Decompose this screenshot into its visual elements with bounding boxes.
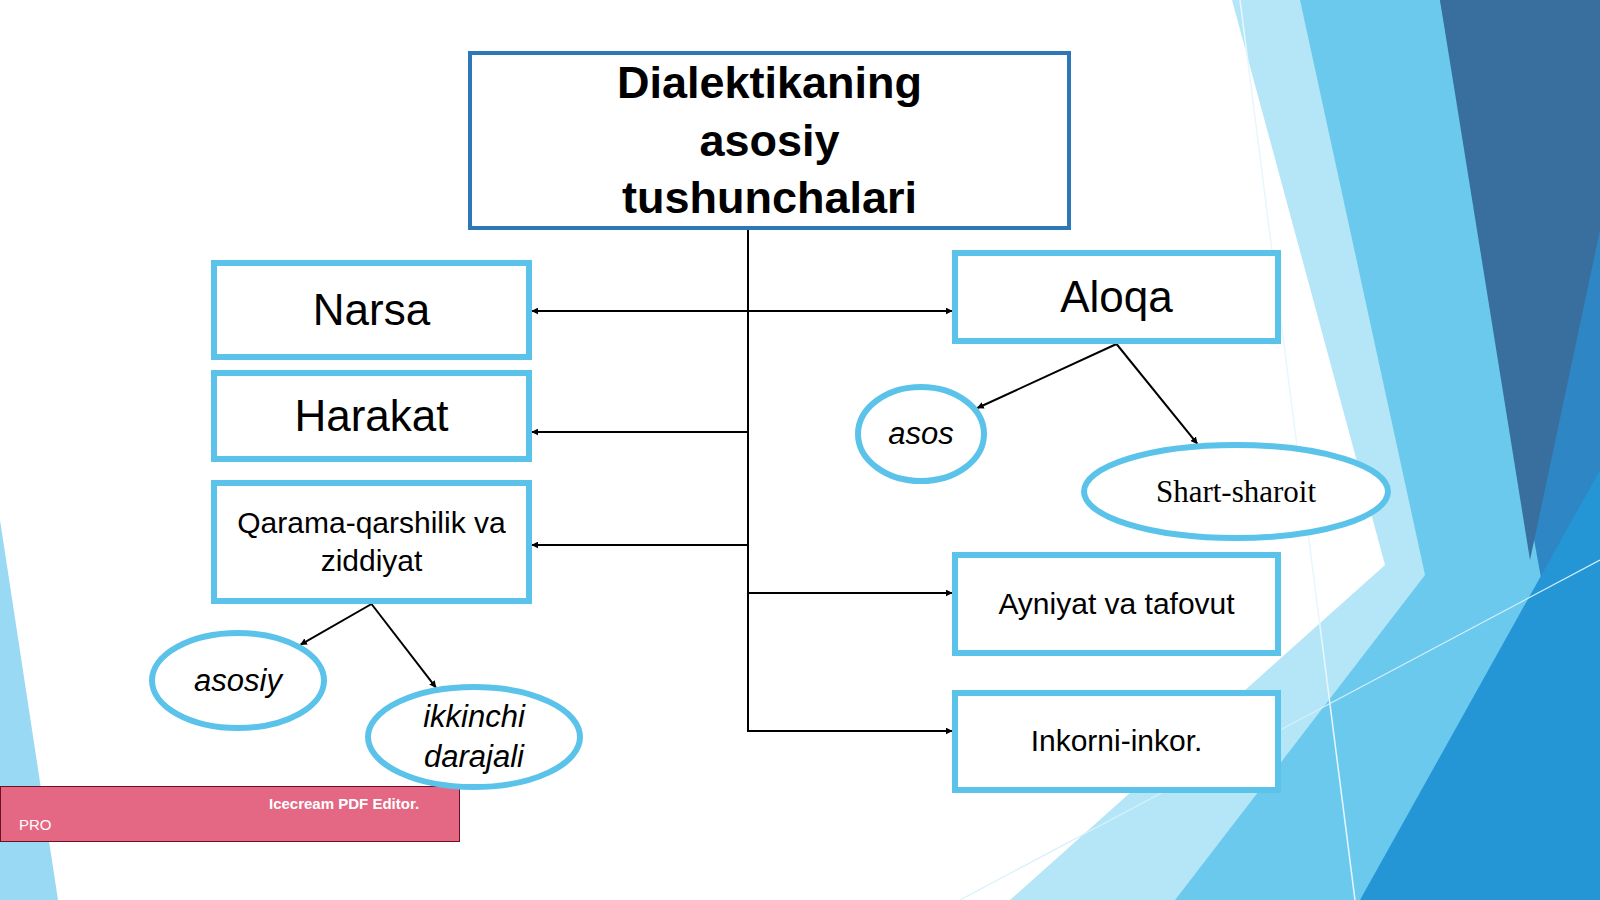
node-text: Qarama-qarshilik va ziddiyat — [227, 504, 517, 581]
concept-box: Harakat — [211, 370, 532, 462]
sub-ellipse: asosiy — [149, 630, 327, 731]
node-text: asos — [888, 414, 953, 454]
arrow-connector — [1117, 344, 1198, 444]
watermark: Icecream PDF Editor.PRO — [0, 786, 460, 842]
ellipse-shape — [1084, 445, 1388, 538]
concept-box: Inkorni-inkor. — [952, 690, 1281, 793]
ellipse-shape — [152, 633, 324, 728]
concept-box: Qarama-qarshilik va ziddiyat — [211, 480, 532, 604]
node-text: Narsa — [313, 282, 430, 338]
node-text: asosiy — [194, 661, 282, 701]
node-text: Dialektikaning asosiy tushunchalari — [605, 54, 935, 227]
node-text: ikkinchi darajali — [394, 697, 554, 776]
node-text: Ayniyat va tafovut — [998, 585, 1234, 623]
sub-ellipse: ikkinchi darajali — [365, 684, 583, 790]
sub-ellipse: asos — [855, 384, 987, 484]
title-box: Dialektikaning asosiy tushunchalari — [468, 51, 1071, 230]
background-triangle — [1440, 0, 1600, 560]
arrow-connector — [532, 230, 748, 311]
sub-ellipse: Shart-sharoit — [1081, 442, 1391, 541]
arrow-connector — [532, 230, 748, 545]
node-text: Aloqa — [1060, 269, 1173, 325]
arrow-connector — [977, 344, 1116, 408]
node-text: Inkorni-inkor. — [1031, 722, 1203, 760]
ellipse-shape — [368, 687, 580, 787]
corner-triangle — [0, 520, 58, 900]
node-text: Shart-sharoit — [1156, 472, 1316, 512]
arrow-connector — [301, 604, 372, 645]
node-text: Harakat — [294, 388, 448, 444]
concept-box: Aloqa — [952, 250, 1281, 344]
arrow-connector — [532, 230, 748, 432]
ellipse-shape — [858, 387, 984, 481]
watermark-text: PRO — [19, 814, 441, 835]
concept-box: Narsa — [211, 260, 532, 360]
background-triangle — [1360, 470, 1600, 900]
arrow-connector — [748, 230, 952, 311]
arrow-connector — [372, 604, 436, 687]
concept-box: Ayniyat va tafovut — [952, 552, 1281, 656]
watermark-text: Icecream PDF Editor. — [19, 793, 441, 814]
